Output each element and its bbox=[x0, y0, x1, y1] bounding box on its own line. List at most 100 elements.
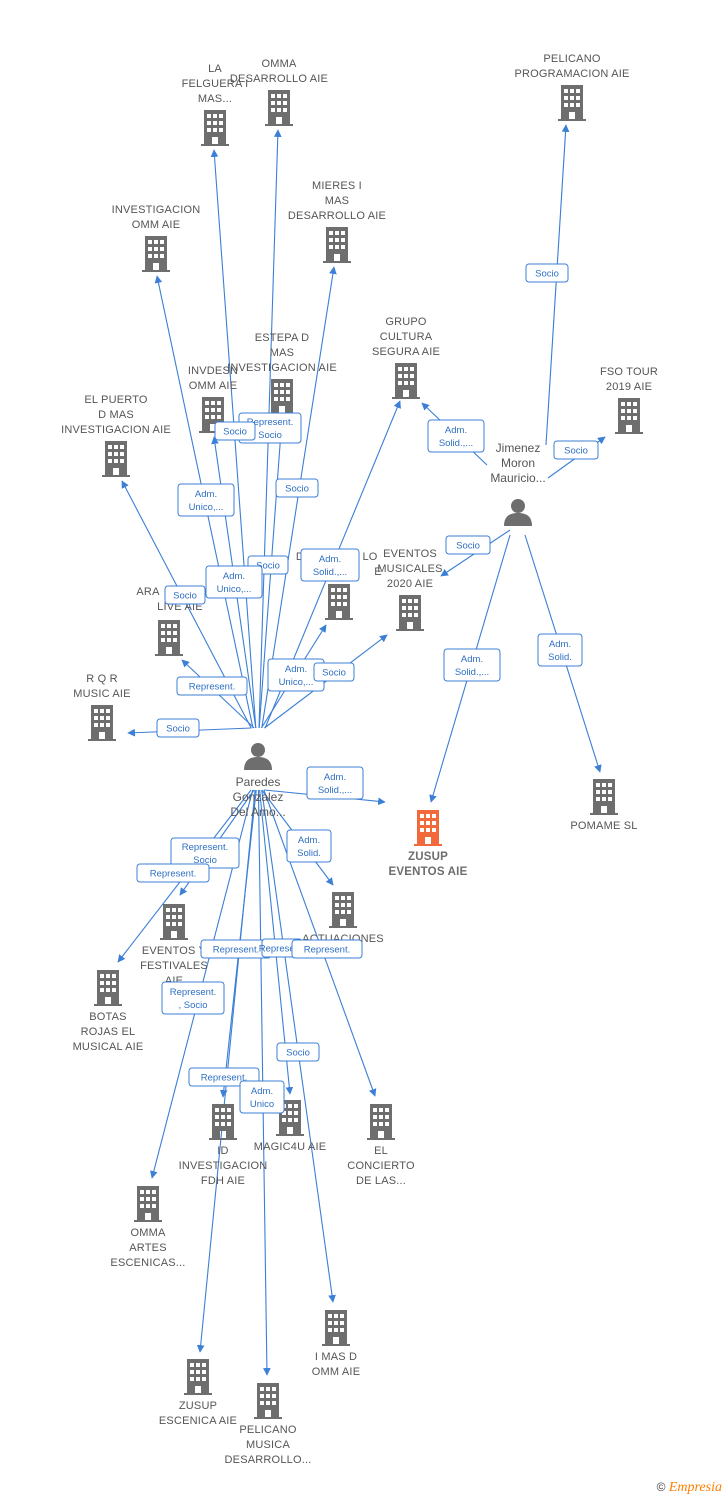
relation-box bbox=[136, 863, 210, 883]
company-node-pelicano-musica[interactable]: PELICANOMUSICADESARROLLO... bbox=[225, 1383, 312, 1466]
relation-box bbox=[525, 263, 569, 283]
relation-label-r6[interactable]: Adm.Solid. bbox=[537, 633, 583, 667]
relation-label-r13[interactable]: Adm.Unico,... bbox=[205, 565, 263, 599]
building-icon bbox=[88, 705, 116, 741]
company-label: D MAS bbox=[98, 409, 134, 421]
relation-text: Represent. bbox=[201, 1073, 247, 1084]
company-label: DESARROLLO AIE bbox=[230, 73, 328, 85]
building-icon bbox=[392, 363, 420, 399]
company-node-pomame[interactable]: POMAME SL bbox=[570, 779, 637, 832]
company-label: ESTEPA D bbox=[255, 332, 310, 344]
relation-text: Unico,... bbox=[217, 584, 252, 595]
company-label: EVENTOS Y bbox=[142, 945, 207, 957]
person-node-jimenez[interactable]: JimenezMoronMauricio... bbox=[490, 441, 546, 526]
company-label: EL bbox=[374, 1145, 388, 1157]
company-label: CONCIERTO bbox=[347, 1160, 415, 1172]
copyright-mark: © bbox=[656, 1480, 666, 1494]
company-node-magic4u[interactable]: MAGIC4U AIE bbox=[254, 1100, 327, 1153]
relation-label-r8[interactable]: Socio bbox=[214, 421, 256, 441]
relation-label-r29[interactable]: Adm.Unico bbox=[239, 1080, 285, 1114]
relation-text: Unico,... bbox=[279, 677, 314, 688]
edge-jimenez-pelicano_prog bbox=[545, 124, 570, 446]
company-label: MUSICAL AIE bbox=[73, 1041, 144, 1053]
relation-label-r20[interactable]: Adm.Solid. bbox=[286, 829, 332, 863]
company-label: SEGURA AIE bbox=[372, 346, 440, 358]
building-icon bbox=[155, 620, 183, 656]
relation-label-r2[interactable]: Adm.Solid.,... bbox=[427, 419, 485, 453]
relation-label-r4[interactable]: Socio bbox=[445, 535, 491, 555]
relation-text: Adm. bbox=[549, 639, 571, 650]
footer-credit[interactable]: © Empresia bbox=[657, 1480, 722, 1496]
company-label: 2019 AIE bbox=[606, 381, 652, 393]
company-node-omma-artes[interactable]: OMMAARTESESCENICAS... bbox=[110, 1186, 185, 1269]
company-label: INVESTIGACION AIE bbox=[227, 362, 337, 374]
relation-label-r16[interactable]: Adm.Unico,... bbox=[267, 658, 325, 692]
company-label: ID bbox=[217, 1145, 228, 1157]
relation-label-r21[interactable]: Represent.Socio bbox=[170, 837, 240, 869]
relation-box bbox=[176, 676, 248, 696]
company-label: 2020 AIE bbox=[387, 578, 433, 590]
relation-label-r10[interactable]: Socio bbox=[275, 478, 319, 498]
company-label: EVENTOS bbox=[383, 548, 437, 560]
person-label: Mauricio... bbox=[490, 471, 545, 485]
company-label: FELGUERA I bbox=[182, 78, 249, 90]
relation-box bbox=[300, 548, 360, 582]
relation-label-r18[interactable]: Socio bbox=[156, 718, 200, 738]
relation-label-r25[interactable]: Represent. bbox=[291, 939, 363, 959]
relation-label-r1[interactable]: Socio bbox=[525, 263, 569, 283]
relation-box bbox=[205, 565, 263, 599]
relation-label-r12[interactable]: Adm.Solid.,... bbox=[300, 548, 360, 582]
company-label: POMAME SL bbox=[570, 820, 637, 832]
relation-text: Represent. bbox=[170, 987, 216, 998]
company-label: PELICANO bbox=[543, 53, 600, 65]
company-label: CULTURA bbox=[380, 331, 433, 343]
relation-label-r5[interactable]: Adm.Solid.,... bbox=[443, 648, 501, 682]
relation-text: Socio bbox=[256, 561, 280, 572]
relation-text: Solid.,... bbox=[318, 785, 352, 796]
relation-text: Represent. bbox=[259, 944, 305, 955]
company-label: ESCENICA AIE bbox=[159, 1415, 237, 1427]
relation-label-r17[interactable]: Socio bbox=[313, 662, 355, 682]
relation-label-r14[interactable]: Socio bbox=[164, 585, 206, 605]
building-icon bbox=[102, 441, 130, 477]
relation-label-r22[interactable]: Represent. bbox=[136, 863, 210, 883]
company-label: MAS... bbox=[198, 93, 232, 105]
relation-text: Socio bbox=[286, 1048, 310, 1059]
relation-label-r9[interactable]: Adm.Unico,... bbox=[177, 483, 235, 517]
company-label: ZUSUP bbox=[408, 851, 448, 863]
relation-text: Socio bbox=[322, 668, 346, 679]
relation-box bbox=[313, 662, 355, 682]
company-label: ARA bbox=[136, 586, 160, 598]
building-icon bbox=[265, 90, 293, 126]
relation-box bbox=[214, 421, 256, 441]
relation-label-r26[interactable]: Represent., Socio bbox=[161, 981, 225, 1015]
person-icon bbox=[504, 499, 532, 526]
relation-text: Solid.,... bbox=[439, 438, 473, 449]
relation-label-r15[interactable]: Represent. bbox=[176, 676, 248, 696]
relation-box bbox=[427, 419, 485, 453]
relation-label-r27[interactable]: Socio bbox=[276, 1042, 320, 1062]
relation-label-r3[interactable]: Socio bbox=[553, 440, 599, 460]
relation-label-r19[interactable]: Adm.Solid.,... bbox=[306, 766, 364, 800]
